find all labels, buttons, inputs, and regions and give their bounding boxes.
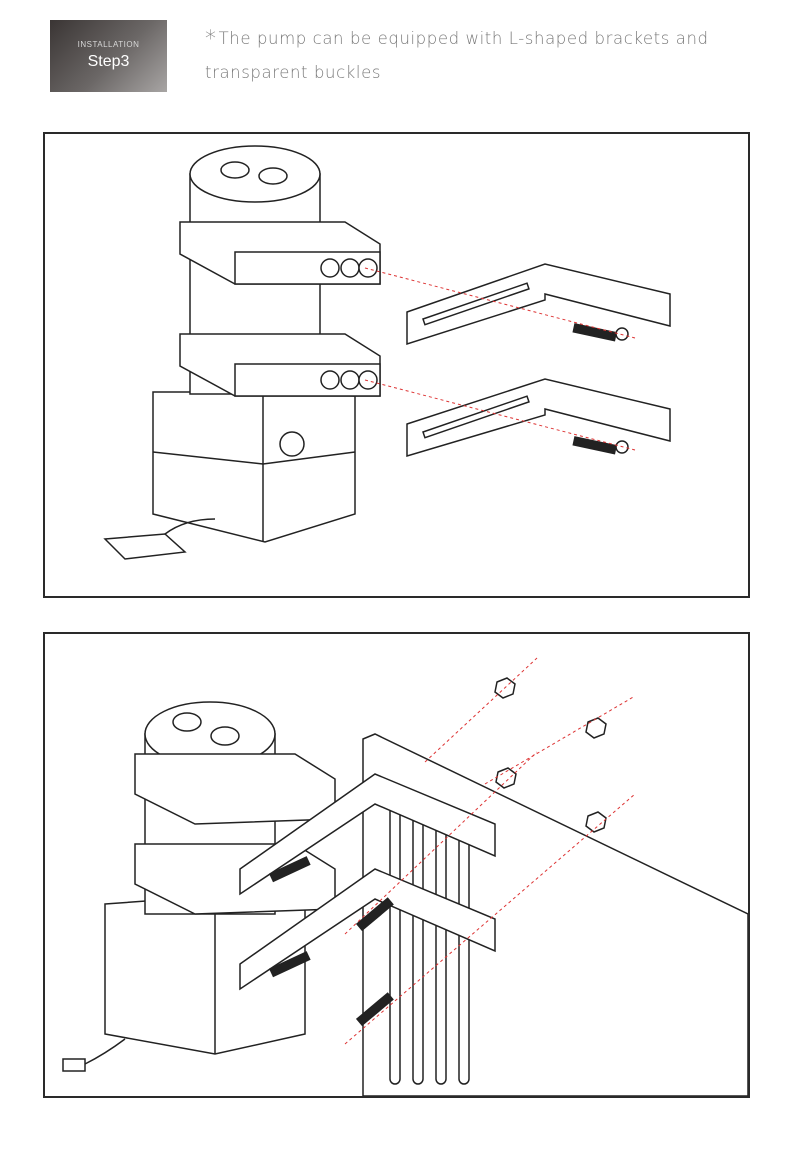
instruction-note: *The pump can be equipped with L-shaped … [205,22,765,89]
pump-bracket-illustration [103,145,671,560]
asterisk-bullet: * [205,27,217,52]
installation-step-badge: INSTALLATION Step3 [50,20,167,92]
figure-exploded-view [43,132,750,598]
figure-mounted-view [43,632,750,1098]
badge-title: Step3 [87,53,130,70]
pump-case-mount-illustration [62,657,748,1096]
instruction-text: The pump can be equipped with L-shaped b… [205,29,709,82]
badge-subtitle: INSTALLATION [77,40,140,49]
